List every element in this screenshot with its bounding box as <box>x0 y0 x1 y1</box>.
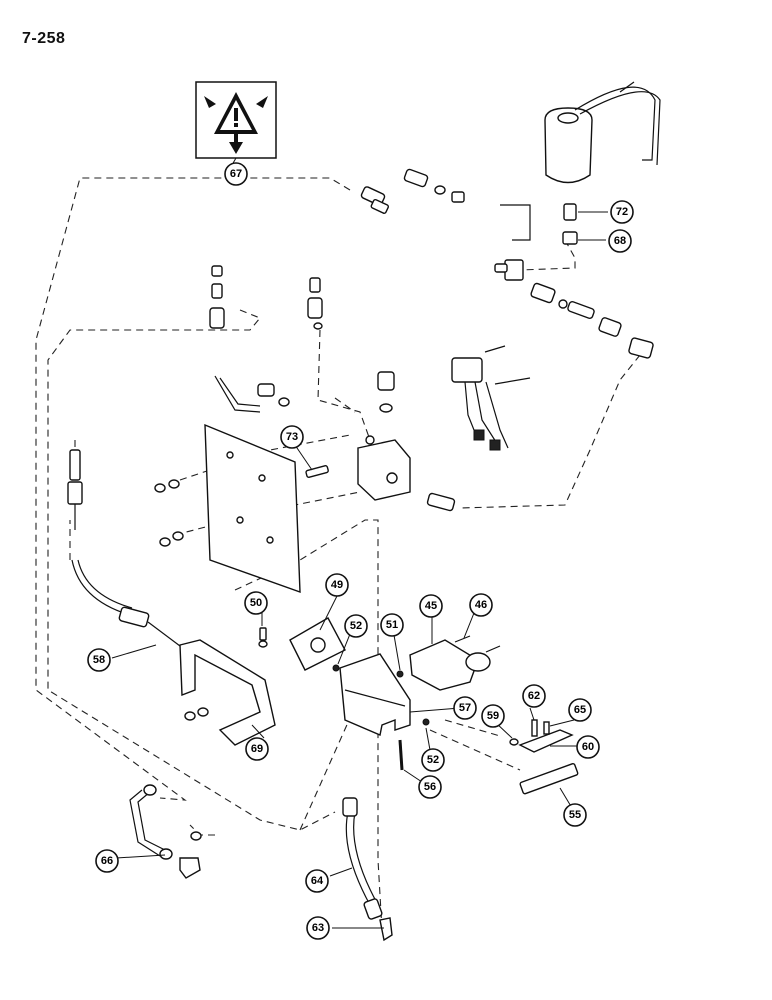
gasket <box>289 617 346 671</box>
leader-lines <box>111 157 608 929</box>
callout-72: 72 <box>610 200 634 224</box>
svg-text:65: 65 <box>574 704 586 716</box>
svg-text:72: 72 <box>616 206 628 218</box>
valve-block <box>214 371 456 512</box>
callout-46: 46 <box>469 593 493 617</box>
bent-tube <box>129 784 202 879</box>
support-block <box>339 653 411 736</box>
svg-text:49: 49 <box>331 579 343 591</box>
svg-text:64: 64 <box>311 875 324 887</box>
svg-text:63: 63 <box>312 922 324 934</box>
page-number: 7-258 <box>22 30 66 47</box>
linkage <box>509 719 579 795</box>
svg-text:62: 62 <box>528 690 540 702</box>
callout-65: 66 <box>95 849 119 873</box>
callout-68: 68 <box>608 229 632 253</box>
solenoid-assembly <box>451 345 531 451</box>
svg-text:58: 58 <box>93 654 105 666</box>
callout-52a: 52 <box>344 614 368 638</box>
fittings-top <box>360 168 578 245</box>
callout-60: 60 <box>576 735 600 759</box>
svg-text:68: 68 <box>614 235 626 247</box>
mounting-plate <box>154 423 329 594</box>
svg-text:55: 55 <box>569 809 581 821</box>
svg-text:45: 45 <box>425 600 437 612</box>
svg-text:73: 73 <box>286 431 298 443</box>
svg-text:50: 50 <box>250 597 262 609</box>
callout-73: 73 <box>280 425 304 449</box>
callout-58: 58 <box>87 648 111 672</box>
callout-52b: 52 <box>421 748 445 772</box>
callout-67: 65 <box>568 698 592 722</box>
svg-text:59: 59 <box>487 710 499 722</box>
svg-text:51: 51 <box>386 619 398 631</box>
callout-64: 64 <box>305 869 329 893</box>
callout-51: 51 <box>380 613 404 637</box>
right-fitting-chain <box>494 259 654 359</box>
hose <box>342 797 393 942</box>
callout-69: 69 <box>245 737 269 761</box>
callout-56: 56 <box>418 775 442 799</box>
svg-text:66: 66 <box>101 855 113 867</box>
small-hardware <box>258 627 430 726</box>
svg-text:56: 56 <box>424 781 436 793</box>
control-cable <box>67 449 181 647</box>
callout-50: 50 <box>244 591 268 615</box>
callout-49: 49 <box>325 573 349 597</box>
svg-text:60: 60 <box>582 741 594 753</box>
warning-symbol-box <box>195 81 277 159</box>
svg-text:52: 52 <box>350 620 362 632</box>
svg-text:52: 52 <box>427 754 439 766</box>
callout-45: 45 <box>419 594 443 618</box>
callout-55: 55 <box>563 803 587 827</box>
svg-text:57: 57 <box>459 702 471 714</box>
svg-text:46: 46 <box>475 599 487 611</box>
callout-57: 57 <box>453 696 477 720</box>
callout-63: 63 <box>306 916 330 940</box>
callout-62: 62 <box>522 684 546 708</box>
left-fittings <box>209 265 323 330</box>
cylinder <box>409 635 501 691</box>
callout-59: 59 <box>481 704 505 728</box>
bracket <box>179 639 276 746</box>
svg-text:67: 67 <box>230 168 242 180</box>
callout-66: 67 <box>224 162 248 186</box>
accumulator <box>544 81 661 184</box>
svg-text:69: 69 <box>251 743 263 755</box>
pin <box>398 739 404 771</box>
